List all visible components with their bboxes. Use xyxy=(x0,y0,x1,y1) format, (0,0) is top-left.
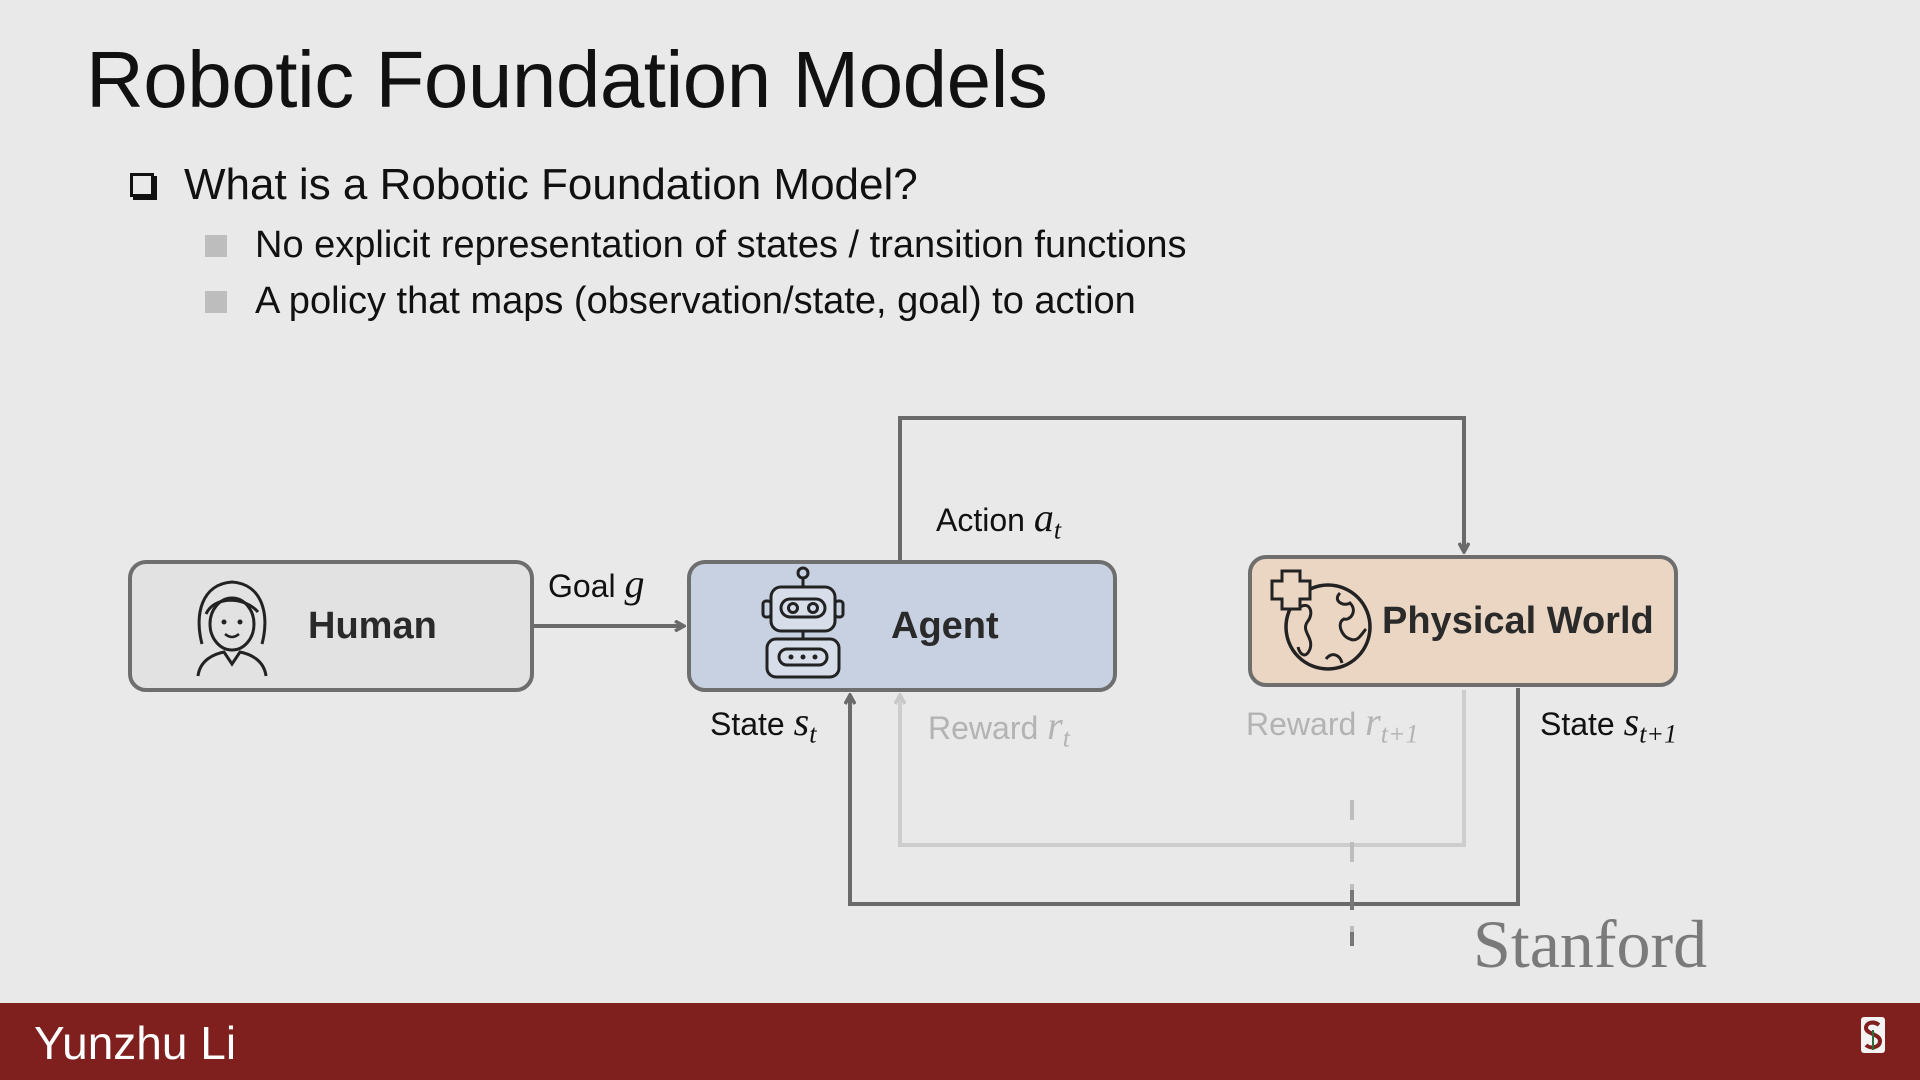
world-node: Physical World xyxy=(1248,555,1678,687)
state-t1-label: State st+1 xyxy=(1540,699,1677,749)
sub-bullet: A policy that maps (observation/state, g… xyxy=(205,280,1136,323)
globe-icon xyxy=(1270,569,1372,671)
state-t-label: State st xyxy=(710,699,817,749)
square-bullet-icon xyxy=(205,290,227,313)
agent-label: Agent xyxy=(891,604,999,647)
footer-bar xyxy=(0,1003,1920,1080)
checkbox-bullet-icon xyxy=(130,173,154,197)
goal-label: Goal g xyxy=(548,561,645,606)
stanford-watermark: Stanford xyxy=(1473,906,1708,982)
world-label: Physical World xyxy=(1382,599,1654,642)
bullet-main: What is a Robotic Foundation Model? xyxy=(130,160,918,210)
robot-icon xyxy=(761,566,845,679)
presenter-name: Yunzhu Li xyxy=(34,1017,237,1069)
person-icon xyxy=(196,580,268,677)
slide: Robotic Foundation Models What is a Robo… xyxy=(86,35,1708,982)
state-loop-arrow xyxy=(850,688,1520,906)
slide-title: Robotic Foundation Models xyxy=(86,35,1048,124)
agent-node: Agent xyxy=(687,560,1117,692)
action-arrow xyxy=(898,416,1464,560)
human-label: Human xyxy=(308,604,437,647)
sub-bullet: No explicit representation of states / t… xyxy=(205,224,1186,267)
reward-loop-line xyxy=(900,690,1466,847)
bullet-main-text: What is a Robotic Foundation Model? xyxy=(184,160,918,209)
reward-t1-label: Reward rt+1 xyxy=(1246,699,1419,749)
square-bullet-icon xyxy=(205,234,227,257)
stanford-s-icon xyxy=(1861,1017,1885,1053)
sub-bullet-text: A policy that maps (observation/state, g… xyxy=(255,280,1136,322)
diagram-connectors xyxy=(534,416,1520,946)
sub-bullet-text: No explicit representation of states / t… xyxy=(255,224,1187,266)
human-node: Human xyxy=(128,560,534,692)
reward-t-label: Reward rt xyxy=(928,703,1070,753)
action-label: Action at xyxy=(936,495,1062,545)
